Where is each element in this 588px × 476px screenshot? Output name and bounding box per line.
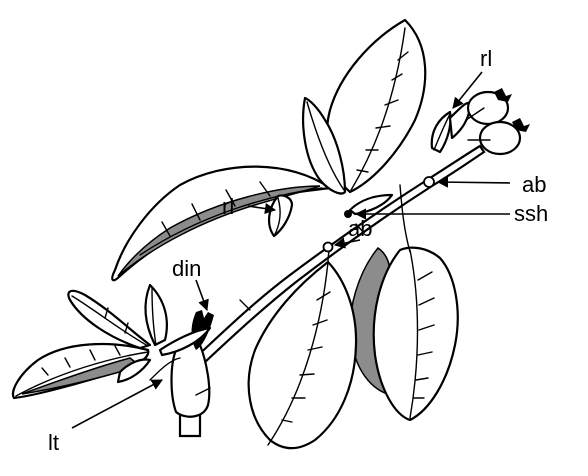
label-din: din	[172, 256, 201, 281]
axillary-bud-mid	[324, 243, 333, 252]
label-ab-mid: ab	[348, 216, 372, 241]
arrow-lt	[72, 380, 162, 428]
leaf-lower-right	[374, 185, 458, 420]
leaf-lower-left-upper	[68, 291, 150, 348]
label-ab-right: ab	[522, 172, 546, 197]
axillary-bud-right	[424, 177, 434, 187]
arrow-din	[196, 280, 207, 310]
label-ssh: ssh	[514, 201, 548, 226]
upper-shoot	[432, 88, 530, 154]
shaded-leaf-large-left	[112, 167, 330, 281]
label-rl-left: rl	[222, 194, 234, 219]
label-lt: lt	[48, 430, 59, 455]
label-rl-top: rl	[480, 46, 492, 71]
arrow-ab-right	[438, 182, 510, 183]
rolled-leaf-small	[269, 195, 292, 236]
